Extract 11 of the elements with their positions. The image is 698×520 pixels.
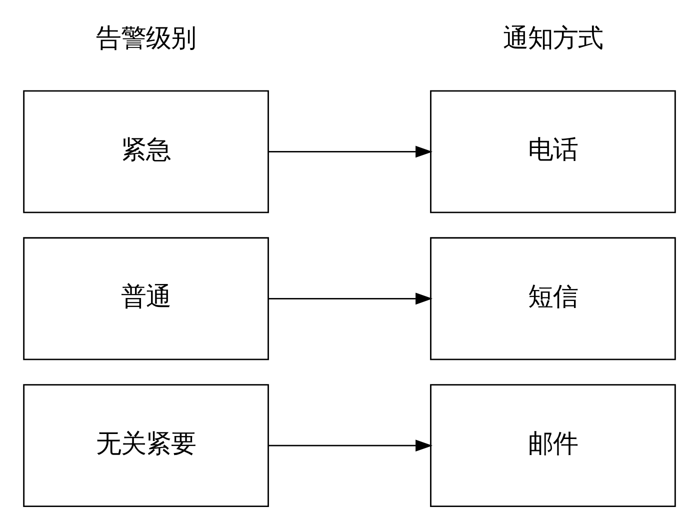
node-box: 普通 [22,236,268,360]
node-box: 邮件 [430,384,676,507]
label: 通知方式 [502,22,602,52]
arrow [268,145,432,158]
label: 告警级别 [96,22,196,52]
arrow [268,292,432,304]
node-box: 紧急 [22,90,268,213]
node-box: 无关紧要 [22,384,268,507]
node-box: 短信 [430,236,676,360]
arrow [268,439,432,452]
node-box: 电话 [430,90,676,213]
